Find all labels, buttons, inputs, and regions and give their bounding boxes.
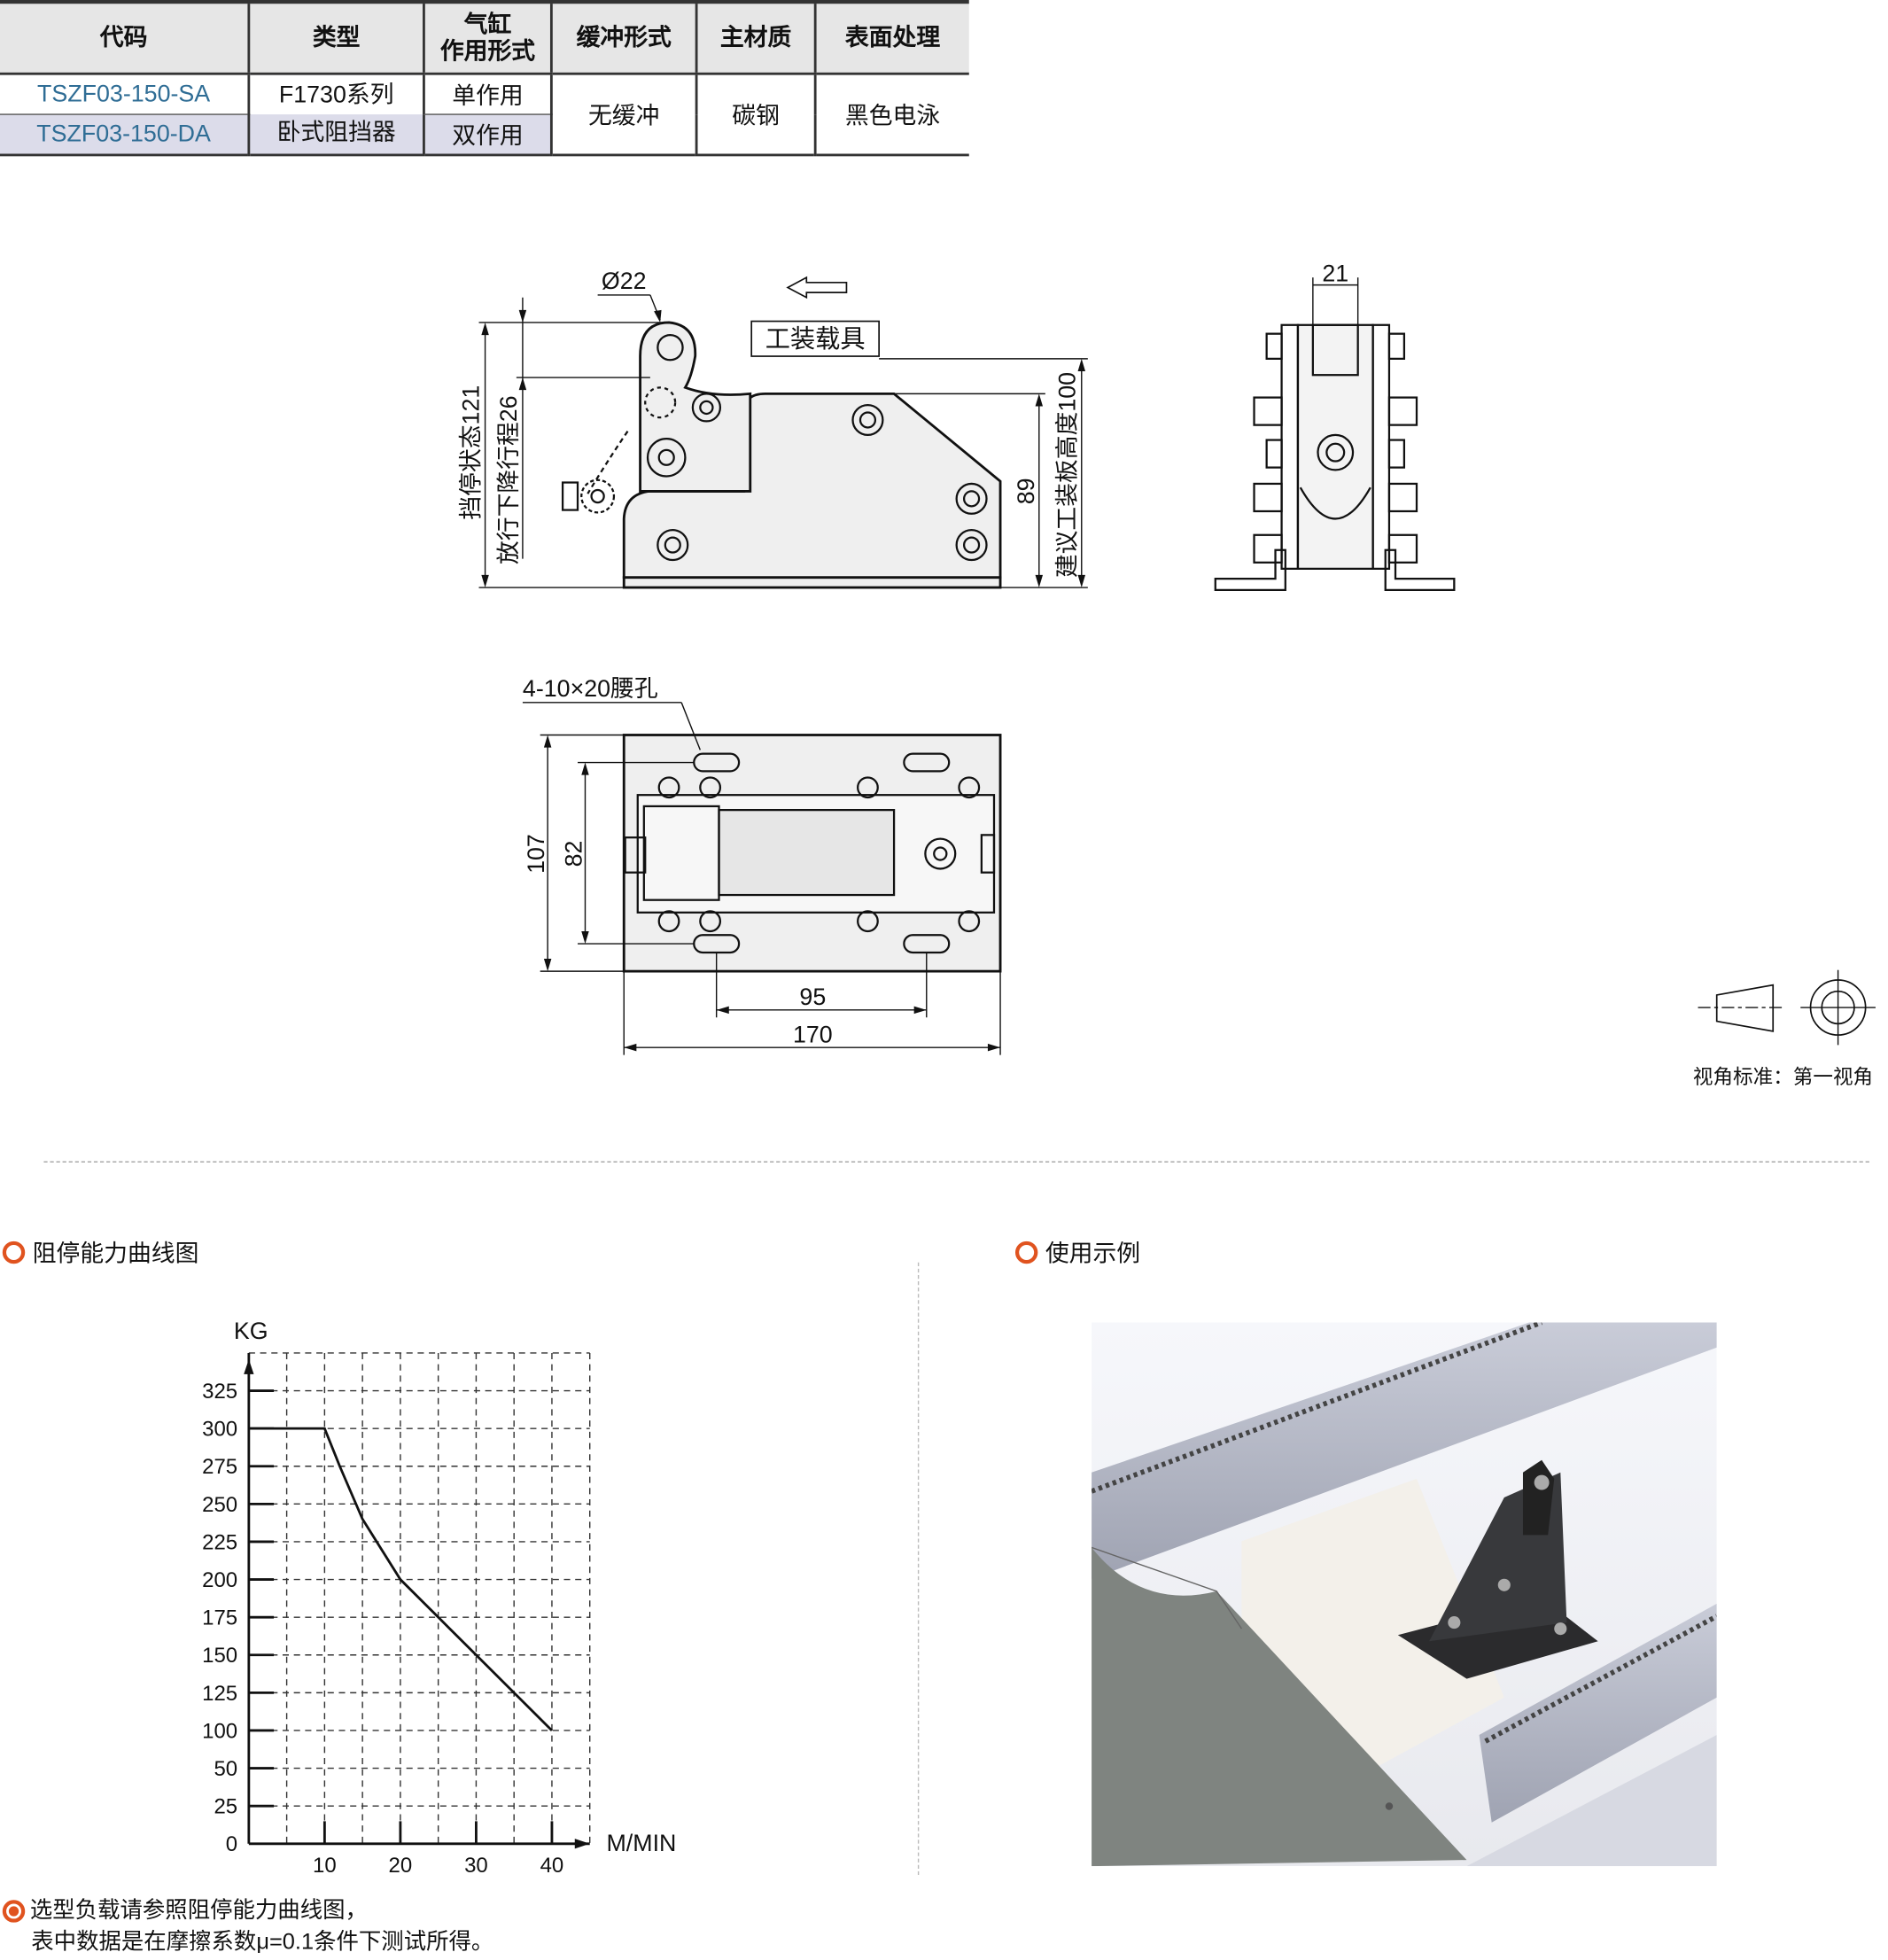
example-section-title: 使用示例 (1014, 1235, 1141, 1269)
x-tick-label: 30 (464, 1854, 488, 1878)
dim-21: 21 (1322, 260, 1348, 286)
blocker-model (1397, 1459, 1598, 1679)
header-surface: 表面处理 (813, 2, 969, 75)
hex-nut-icon (646, 438, 687, 478)
hex-nut-icon (955, 529, 988, 562)
y-tick-label: 200 (202, 1568, 237, 1592)
code-cell: TSZF03-150-DA (0, 114, 249, 155)
y-tick-label: 225 (202, 1530, 237, 1554)
usage-example-image (1092, 1322, 1717, 1867)
action-cell: 双作用 (423, 114, 552, 155)
circle-bullet-icon (2, 1241, 26, 1264)
material-cell: 碳钢 (695, 74, 815, 155)
action-cell: 单作用 (423, 74, 552, 115)
example-section-label: 使用示例 (1045, 1241, 1141, 1268)
section-divider (43, 1161, 1869, 1163)
hex-nut-icon (561, 478, 616, 514)
chart-section-label: 阻停能力曲线图 (32, 1241, 199, 1268)
x-tick-label: 40 (540, 1854, 564, 1878)
dim-170: 170 (793, 1022, 833, 1048)
x-tick-label: 10 (313, 1854, 337, 1878)
y-tick-label: 150 (202, 1644, 237, 1668)
y-tick-label: 100 (202, 1719, 237, 1743)
front-view: 21 (1214, 260, 1456, 591)
y-tick-label: 125 (202, 1682, 237, 1706)
x-axis-label: M/MIN (606, 1830, 676, 1856)
y-tick-label: 0 (226, 1832, 237, 1856)
note-line2: 表中数据是在摩擦系数μ=0.1条件下测试所得。 (31, 1928, 494, 1954)
hex-nut-icon (691, 393, 722, 423)
hex-nut-icon (851, 403, 884, 437)
y-tick-label: 275 (202, 1455, 237, 1479)
selection-note: 选型负载请参照阻停能力曲线图， 表中数据是在摩擦系数μ=0.1条件下测试所得。 (2, 1895, 494, 1958)
series-line (248, 1427, 553, 1731)
type-line2: 卧式阻挡器 (276, 119, 396, 146)
plate-height-label: 建议工装板高度100 (1054, 372, 1081, 578)
spec-table: 代码 类型 气缸作用形式 缓冲形式 主材质 表面处理 TSZF03-150-SA… (0, 0, 969, 157)
dim-95: 95 (799, 984, 826, 1010)
table-row: TSZF03-150-SA F1730系列卧式阻挡器 单作用 无缓冲 碳钢 黑色… (0, 74, 969, 156)
y-axis-arrow (244, 1358, 254, 1374)
circle-bullet-icon (2, 1899, 26, 1922)
technical-drawing: Ø22 工装载具 挡停状态121 放行下降行程26 建议工装板高度100 89 … (458, 260, 1876, 1055)
x-axis-arrow (574, 1839, 590, 1849)
fixture-label: 工装载具 (765, 324, 866, 353)
slot-label: 4-10×20腰孔 (523, 675, 658, 702)
header-code: 代码 (0, 2, 249, 75)
release-stroke-label: 放行下降行程26 (495, 395, 522, 564)
table-row: TSZF03-150-DA 双作用 (0, 114, 969, 155)
header-type: 类型 (247, 2, 424, 75)
diameter-label: Ø22 (602, 268, 647, 294)
note-line1: 选型负载请参照阻停能力曲线图， (29, 1897, 368, 1923)
dim-107: 107 (523, 834, 549, 874)
header-action: 气缸作用形式 (423, 2, 552, 75)
top-view: 4-10×20腰孔 107 82 95 170 (523, 675, 1002, 1055)
capacity-chart: 0 25 50 100 125 150 175 200 225 250 275 300 325 10 20 3… (202, 1318, 676, 1878)
first-angle-projection-icon (1698, 969, 1876, 1046)
y-tick-label: 175 (202, 1606, 237, 1630)
hex-nut-icon (955, 482, 988, 515)
header-buffer: 缓冲形式 (549, 2, 697, 75)
type-line1: F1730系列 (278, 82, 394, 109)
hex-nut-icon (657, 529, 689, 562)
column-divider (917, 1262, 920, 1876)
circle-bullet-icon (1014, 1241, 1038, 1264)
y-tick-label: 250 (202, 1493, 237, 1517)
header-action-line1: 气缸 (463, 12, 512, 39)
code-cell: TSZF03-150-SA (0, 74, 249, 115)
type-cell: F1730系列卧式阻挡器 (247, 74, 424, 156)
dim-89: 89 (1013, 478, 1039, 505)
header-action-line2: 作用形式 (439, 38, 536, 65)
stop-height-label: 挡停状态121 (458, 385, 485, 520)
y-tick-label: 300 (202, 1418, 237, 1442)
buffer-cell: 无缓冲 (549, 74, 697, 155)
x-tick-label: 20 (389, 1854, 413, 1878)
view-standard-label: 视角标准：第一视角 (1692, 1067, 1874, 1089)
slot-icon (903, 752, 951, 773)
chart-section-title: 阻停能力曲线图 (2, 1235, 199, 1269)
dim-82: 82 (560, 841, 587, 867)
header-material: 主材质 (695, 2, 815, 75)
surface-cell: 黑色电泳 (813, 74, 969, 155)
side-view: Ø22 工装载具 挡停状态121 放行下降行程26 建议工装板高度100 89 (458, 268, 1088, 589)
y-tick-label: 25 (214, 1795, 237, 1819)
y-axis-label: KG (234, 1318, 268, 1344)
y-tick-label: 50 (214, 1757, 237, 1781)
y-tick-label: 325 (202, 1380, 237, 1404)
